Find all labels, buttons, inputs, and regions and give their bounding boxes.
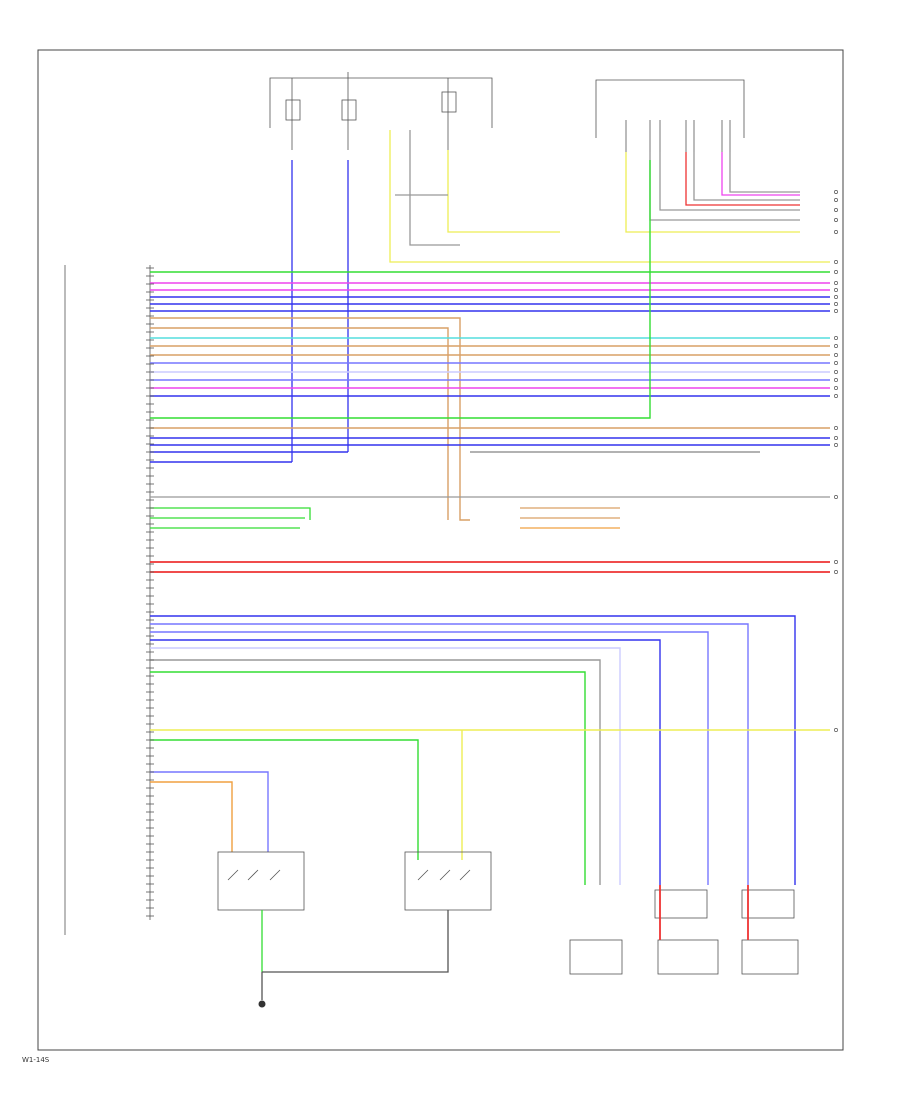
wire-terminal <box>834 190 838 194</box>
wire-terminal <box>834 198 838 202</box>
ground-icon <box>258 1000 266 1008</box>
wire-terminal <box>834 309 838 313</box>
bus-wires-group-3 <box>150 496 830 529</box>
wire-terminal <box>834 270 838 274</box>
wire-terminal <box>834 570 838 574</box>
page-id: W1-14S <box>22 1056 50 1064</box>
wire-terminal <box>834 426 838 430</box>
wire-terminal <box>834 302 838 306</box>
wire-terminal <box>834 560 838 564</box>
wire-terminal <box>834 218 838 222</box>
switch-feed-wires <box>150 729 830 860</box>
wire-terminal <box>834 336 838 340</box>
seat-heater-wires <box>150 615 796 885</box>
wire-terminal <box>834 443 838 447</box>
fuse-block <box>269 72 493 150</box>
wire-terminal <box>834 208 838 212</box>
bus-wires-group-1 <box>150 271 830 521</box>
wire-terminal <box>834 344 838 348</box>
wire-terminal <box>834 394 838 398</box>
wire-terminal <box>834 728 838 732</box>
wire-terminal <box>834 295 838 299</box>
ground-circuit <box>261 910 449 1000</box>
wire-terminal <box>834 288 838 292</box>
power-wires <box>150 561 830 573</box>
fuse-block-wiring <box>291 130 830 462</box>
diagram-frame <box>37 49 844 1051</box>
bus-wires-group-2 <box>150 160 830 463</box>
wire-terminal <box>834 353 838 357</box>
connector-pins <box>146 267 154 917</box>
control-module-box <box>595 79 745 152</box>
wire-terminal <box>834 260 838 264</box>
rear-seat-heater-switch <box>404 851 492 911</box>
heater-element-boxes <box>569 885 799 975</box>
front-seat-heater-switch <box>217 851 305 911</box>
wire-terminal <box>834 370 838 374</box>
wire-terminal <box>834 386 838 390</box>
wire-terminal <box>834 230 838 234</box>
module-output-wires <box>625 152 800 233</box>
wire-terminal <box>834 281 838 285</box>
right-edge-terminals <box>834 190 838 732</box>
wire-terminal <box>834 436 838 440</box>
wire-terminal <box>834 495 838 499</box>
wire-terminal <box>834 378 838 382</box>
wire-terminal <box>834 361 838 365</box>
